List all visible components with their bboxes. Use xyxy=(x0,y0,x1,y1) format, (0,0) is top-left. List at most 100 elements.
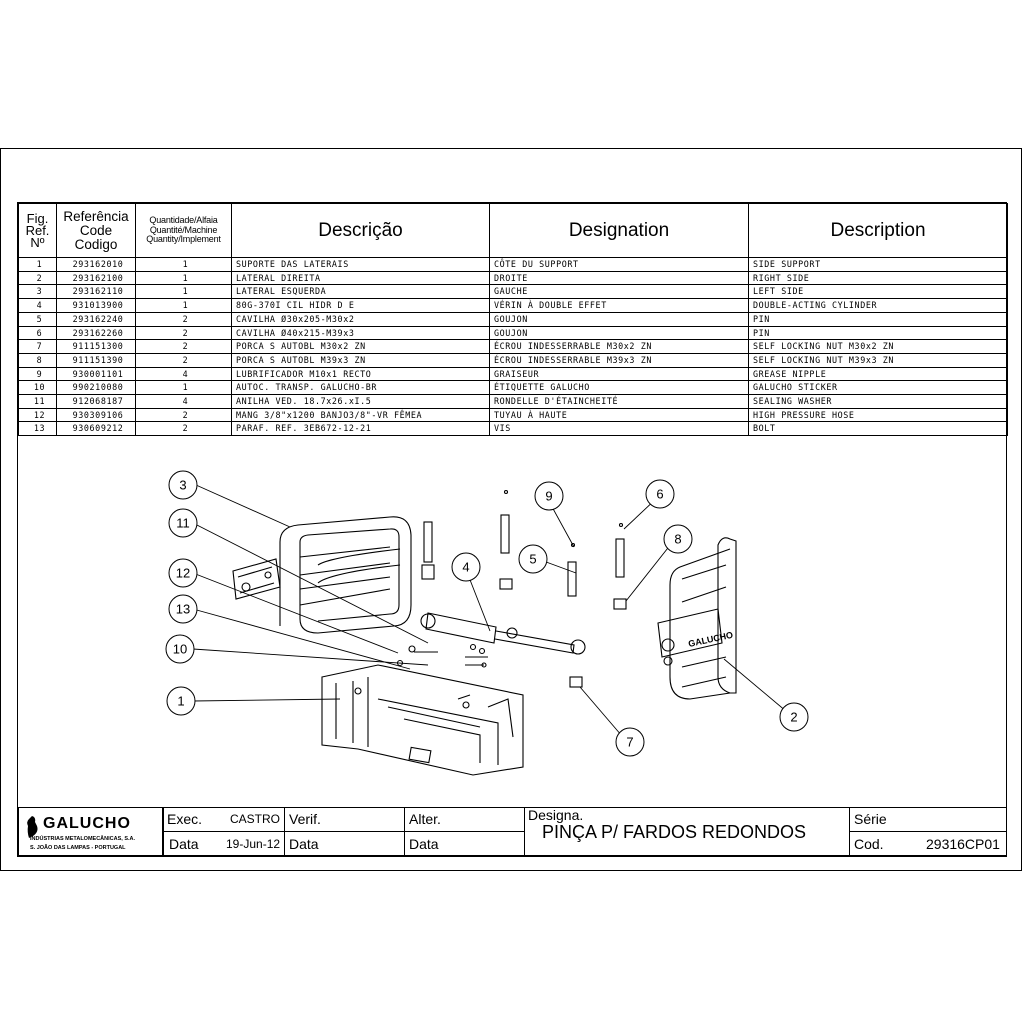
callout-9: 9 xyxy=(534,481,564,511)
row-designation: DROITE xyxy=(489,270,749,286)
left-side-frame xyxy=(232,516,412,634)
logo-company-line: INDÚSTRIAS METALOMECÂNICAS, S.A. xyxy=(30,836,136,842)
row-descricao: CAVILHA Ø40x215-M39x3 xyxy=(231,325,490,341)
callout-1: 1 xyxy=(166,686,196,716)
row-qty: 2 xyxy=(135,407,232,423)
side-support-frame xyxy=(321,664,524,776)
row-designation: GOUJON xyxy=(489,325,749,341)
row-qty: 2 xyxy=(135,352,232,368)
row-descricao: LATERAL DIREITA xyxy=(231,270,490,286)
header-no-line: Nº xyxy=(30,234,45,250)
row-descricao: 80G-370I CIL HIDR D E xyxy=(231,298,490,313)
row-qty: 1 xyxy=(135,257,232,272)
row-description: SIDE SUPPORT xyxy=(748,257,1008,272)
callout-number: 8 xyxy=(674,532,681,547)
callout-number: 12 xyxy=(176,566,190,581)
row-fig: 10 xyxy=(18,380,57,396)
header-referencia: Referência xyxy=(63,208,129,224)
callout-12: 12 xyxy=(168,558,198,588)
callout-balloon xyxy=(168,594,198,624)
row-qty: 2 xyxy=(135,339,232,354)
cod-cell xyxy=(849,831,1007,856)
row-qty: 2 xyxy=(135,311,232,327)
callout-number: 13 xyxy=(176,602,190,617)
row-fig: 12 xyxy=(18,407,57,423)
row-ref: 931013900 xyxy=(56,298,136,313)
callout-balloon xyxy=(168,470,198,500)
row-designation: GOUJON xyxy=(489,311,749,327)
row-fig: 6 xyxy=(18,325,57,341)
row-ref: 930309106 xyxy=(56,407,136,423)
logo-address-line: S. JOÃO DAS LAMPAS - PORTUGAL xyxy=(30,845,126,851)
cod-value: 29316CP01 xyxy=(926,836,1000,852)
logo-name: GALUCHO xyxy=(43,815,131,832)
hardware-parts xyxy=(396,489,627,688)
row-descricao: PORCA S AUTOBL M30x2 ZN xyxy=(231,339,490,354)
row-qty: 1 xyxy=(135,270,232,286)
callout-balloon xyxy=(168,558,198,588)
callout-number: 10 xyxy=(173,642,187,657)
row-designation: VÉRIN À DOUBLE EFFET xyxy=(489,298,749,313)
callout-number: 9 xyxy=(545,489,552,504)
verif-date-label: Data xyxy=(289,836,319,852)
header-quantite: Quantité/Machine xyxy=(149,224,218,235)
header-description: Description xyxy=(748,203,1008,258)
callout-balloon xyxy=(518,544,548,574)
callout-balloon xyxy=(645,479,675,509)
row-designation: RONDELLE D'ÉTAINCHEITÉ xyxy=(489,394,749,409)
row-description: GREASE NIPPLE xyxy=(748,366,1008,382)
drawing-sheet-border xyxy=(0,148,1022,871)
row-descricao: PORCA S AUTOBL M39x3 ZN xyxy=(231,352,490,368)
row-description: BOLT xyxy=(748,421,1008,437)
callout-balloon xyxy=(779,702,809,732)
row-descricao: LUBRIFICADOR M10x1 RECTO xyxy=(231,366,490,382)
row-designation: CÔTE DU SUPPORT xyxy=(489,257,749,272)
row-qty: 1 xyxy=(135,298,232,313)
row-description: DOUBLE-ACTING CYLINDER xyxy=(748,298,1008,313)
alter-date-label: Data xyxy=(409,836,439,852)
callout-balloon xyxy=(166,686,196,716)
serie-label: Série xyxy=(854,811,887,827)
callout-number: 1 xyxy=(177,694,184,709)
callout-number: 6 xyxy=(656,487,663,502)
row-description: LEFT SIDE xyxy=(748,284,1008,300)
callout-2: 2 xyxy=(779,702,809,732)
row-ref: 293162110 xyxy=(56,284,136,300)
row-ref: 911151300 xyxy=(56,339,136,354)
callout-number: 4 xyxy=(462,560,469,575)
callout-number: 2 xyxy=(790,710,797,725)
header-code: Code xyxy=(79,222,113,238)
row-ref: 930001101 xyxy=(56,366,136,382)
row-description: SEALING WASHER xyxy=(748,394,1008,409)
row-description: SELF LOCKING NUT M39x3 ZN xyxy=(748,352,1008,368)
cod-label: Cod. xyxy=(854,836,884,852)
row-qty: 2 xyxy=(135,325,232,341)
row-fig: 9 xyxy=(18,366,57,382)
row-descricao: SUPORTE DAS LATERAIS xyxy=(231,257,490,272)
row-ref: 293162010 xyxy=(56,257,136,272)
leader-lines xyxy=(192,484,794,744)
verif-label: Verif. xyxy=(289,811,321,827)
callout-3: 3 xyxy=(168,470,198,500)
row-ref: 293162100 xyxy=(56,270,136,286)
header-fig-line: Fig. xyxy=(26,210,49,226)
row-fig: 4 xyxy=(18,298,57,313)
exec-value: CASTRO xyxy=(230,812,281,826)
row-descricao: AUTOC. TRANSP. GALUCHO-BR xyxy=(231,380,490,396)
row-designation: TUYAU À HAUTE xyxy=(489,407,749,423)
callout-10: 10 xyxy=(165,634,195,664)
row-designation: GRAISEUR xyxy=(489,366,749,382)
row-designation: ÉCROU INDESSERRABLE M30x2 ZN xyxy=(489,339,749,354)
callout-7: 7 xyxy=(615,727,645,757)
row-fig: 8 xyxy=(18,352,57,368)
callout-number: 5 xyxy=(529,552,536,567)
header-ref-line: Ref. xyxy=(25,222,50,238)
row-qty: 1 xyxy=(135,380,232,396)
callout-number: 3 xyxy=(179,478,186,493)
row-descricao: PARAF. REF. 3EB672-12-21 xyxy=(231,421,490,437)
